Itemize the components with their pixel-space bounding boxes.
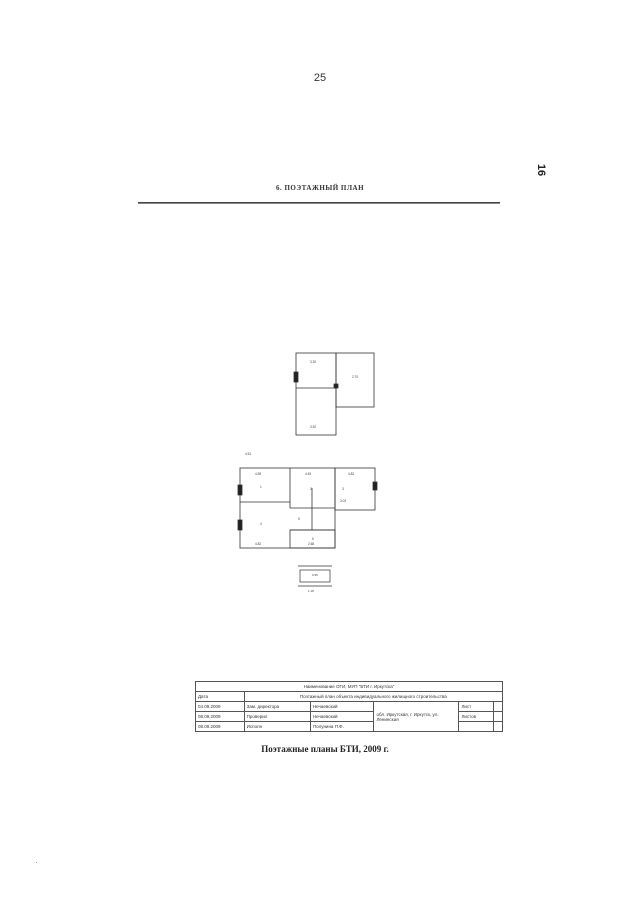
upper-left-room xyxy=(295,352,337,436)
dim-label: 1.18 xyxy=(308,589,314,593)
stamp-description: Поэтажный план объекта индивидуального ж… xyxy=(243,691,504,702)
dim-label: 3.92 xyxy=(310,425,316,429)
upper-block xyxy=(293,352,375,436)
dim-label: 2.68 xyxy=(308,542,314,546)
dim-label: 4.82 xyxy=(348,472,354,476)
stamp-cell xyxy=(493,701,503,712)
dim-label: 3.30 xyxy=(310,360,316,364)
stamp-address: обл. Иркутская, г. Иркутск, ул. Ленинска… xyxy=(373,701,460,732)
room-number: 3 xyxy=(342,487,344,491)
lower-block xyxy=(237,467,378,549)
dim-label: 4.59 xyxy=(255,472,261,476)
annex xyxy=(298,565,332,587)
dim-label: 2.70 xyxy=(352,375,358,379)
dim-label: 4.51 xyxy=(245,452,251,456)
dim-label: 3.03 xyxy=(340,499,346,503)
room-number: 5 xyxy=(298,517,300,521)
dim-label: 4.49 xyxy=(305,472,311,476)
floor-plan-svg: 3.30 2.70 3.92 4.59 4.49 4.82 1 2 3 4 xyxy=(237,352,378,593)
upper-right-room xyxy=(335,352,375,408)
stamp-role: Исполн xyxy=(243,721,311,732)
stamp-signature: Полунина П.Ф. xyxy=(309,721,375,732)
figure-caption: Поэтажные планы БТИ, 2009 г. xyxy=(261,744,389,754)
stamp-cell: Дата xyxy=(195,691,245,702)
room-number: 4 xyxy=(260,522,262,526)
floor-plan-drawing: 3.30 2.70 3.92 4.59 4.49 4.82 1 2 3 4 xyxy=(230,330,400,610)
stamp-role: Проверил xyxy=(243,711,311,722)
stamp-cell xyxy=(493,711,503,722)
stamp-role: Зам. директора xyxy=(243,701,311,712)
right-wing xyxy=(334,467,376,511)
page-number: 25 xyxy=(313,72,327,84)
table-row: Наименование ОГИ, МУП "БТИ г. Иркутска" xyxy=(195,681,503,692)
window-mark xyxy=(372,481,378,491)
room-number: 6 xyxy=(312,537,314,541)
side-page-number: 16 xyxy=(535,163,548,177)
upper-labels: 3.30 2.70 3.92 xyxy=(310,360,358,429)
window-mark xyxy=(237,519,243,531)
lower-room xyxy=(289,529,336,549)
title-divider xyxy=(138,202,500,204)
room-number: 2 xyxy=(310,487,312,491)
stamp-date: 04.09.2009 xyxy=(195,701,245,712)
table-row: 08.09.2009 Исполн Полунина П.Ф. xyxy=(195,721,503,732)
window-mark xyxy=(237,484,243,496)
annex-room xyxy=(299,569,331,583)
stamp-sheets: Листов xyxy=(458,711,495,722)
stamp-date: 08.09.2009 xyxy=(195,721,245,732)
stamp-cell xyxy=(458,721,495,732)
window-mark xyxy=(293,371,299,383)
stamp-sheet: Лист xyxy=(458,701,495,712)
stamp-cell xyxy=(493,721,503,732)
table-row: 04.09.2009 Зам. директора Нечаевский обл… xyxy=(195,701,503,732)
dim-label: 4.82 xyxy=(255,542,261,546)
table-row: Дата Поэтажный план объекта индивидуальн… xyxy=(195,691,504,702)
room-number: 1 xyxy=(260,485,262,489)
stamp-signature: Нечаевский xyxy=(309,701,375,712)
lower-labels: 4.59 4.49 4.82 1 2 3 4 5 6 3.03 4.82 2.6… xyxy=(245,452,354,546)
scan-speck xyxy=(36,862,37,863)
stamp-date: 08.09.2009 xyxy=(195,711,245,722)
stamp-header: Наименование ОГИ, МУП "БТИ г. Иркутска" xyxy=(195,681,503,692)
title-block-table: Наименование ОГИ, МУП "БТИ г. Иркутска" … xyxy=(195,681,504,732)
dim-label: 0.95 xyxy=(312,573,318,577)
stamp-signature: Нечаевский xyxy=(309,711,375,722)
section-title: 6. ПОЭТАЖНЫЙ ПЛАН xyxy=(275,184,365,192)
